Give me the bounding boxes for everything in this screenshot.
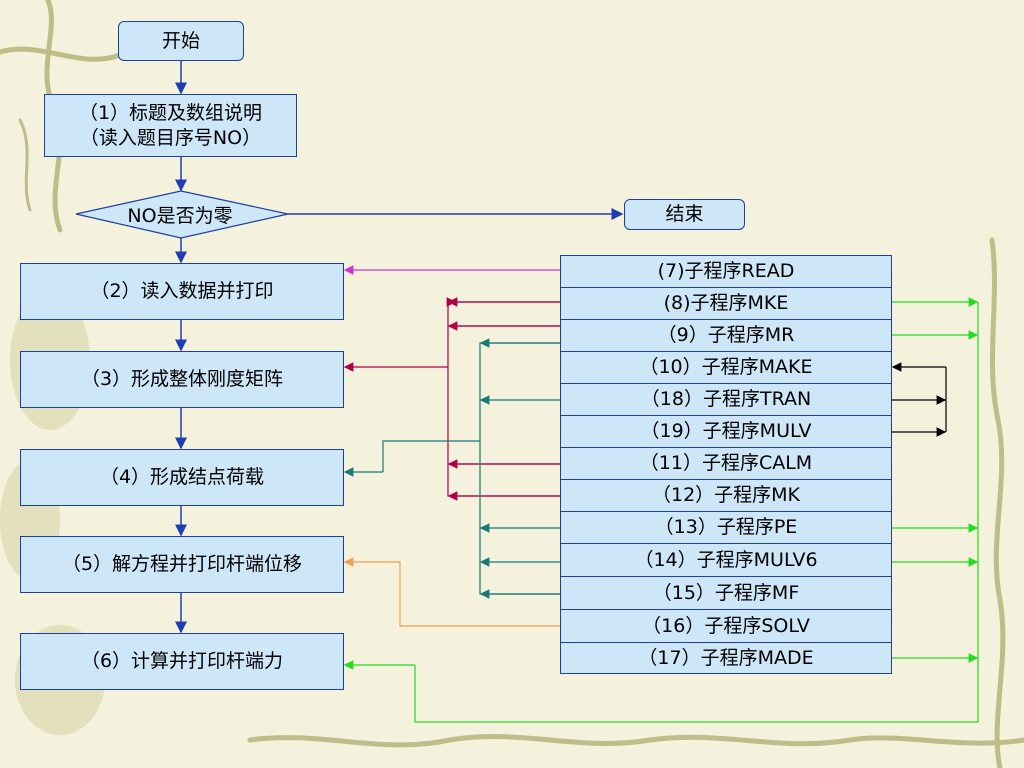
step1-box: （1）标题及数组说明 （读入题目序号NO） [44,94,297,157]
link-force-bus [414,302,979,723]
subroutine-mke: (8)子程序MKE [560,288,892,320]
link-load-bus [479,342,560,595]
step4-box: （4）形成结点荷载 [20,449,344,506]
decision-label: NO是否为零 [127,204,233,227]
subroutine-tran: （18）子程序TRAN [560,384,892,416]
subroutine-read: (7)子程序READ [560,255,892,288]
subroutine-mulv: （19）子程序MULV [560,416,892,448]
subroutine-mf: （15）子程序MF [560,577,892,610]
step3-box: （3）形成整体刚度矩阵 [20,351,344,408]
subroutine-make: （10）子程序MAKE [560,352,892,384]
start-node: 开始 [118,21,244,61]
step5-box: （5）解方程并打印杆端位移 [20,536,344,593]
subroutine-mulv6: （14）子程序MULV6 [560,544,892,577]
link-solv-to-step5 [343,557,560,627]
subroutine-mr: （9）子程序MR [560,320,892,352]
step1-line2: （读入题目序号NO） [79,126,262,149]
subroutine-calm: （11）子程序CALM [560,448,892,480]
vine-bottom [247,734,1024,748]
vine-top-left [0,46,123,62]
step6-box: （6）计算并打印杆端力 [20,633,344,690]
subroutine-solv: （16）子程序SOLV [560,610,892,643]
end-node: 结束 [624,199,745,230]
decision-diamond [75,190,289,239]
vine-right [989,237,1006,768]
subroutine-mk: （12）子程序MK [560,480,892,512]
subroutine-pe: （13）子程序PE [560,512,892,544]
link-stiffness-bus [447,301,560,497]
step1-line1: （1）标题及数组说明 [78,101,263,124]
step2-box: （2）读入数据并打印 [20,263,344,320]
subroutine-made: （17）子程序MADE [560,643,892,674]
